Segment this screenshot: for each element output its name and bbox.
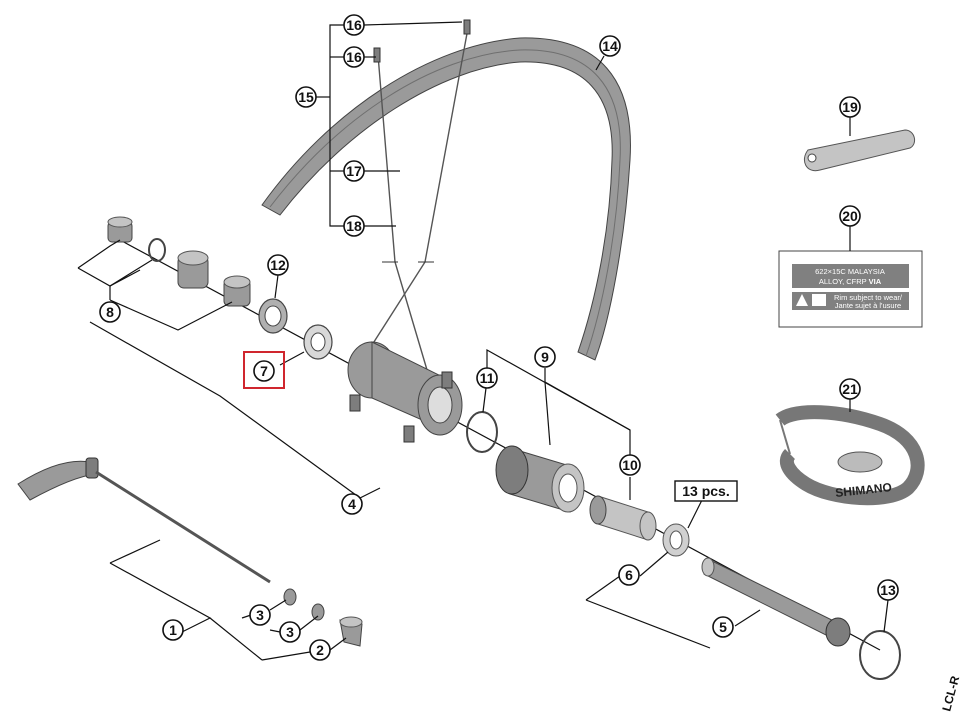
rim-label: 622×15C MALAYSIA ALLOY, CFRP VIA Rim sub…: [778, 250, 923, 328]
hub-shell: [347, 341, 463, 443]
skewer-spring-1: [283, 588, 297, 606]
callout-21: 21: [839, 378, 861, 400]
o-ring: [466, 411, 498, 453]
callout-2: 2: [309, 639, 331, 661]
rim-label-warning2: Jante sujet à l'usure: [835, 301, 901, 310]
snap-ring: [859, 630, 901, 680]
svg-text:4: 4: [348, 496, 356, 512]
callout-19: 19: [839, 96, 861, 118]
warning-icon: [796, 294, 808, 306]
skewer-nut: [339, 616, 363, 647]
svg-text:16: 16: [346, 17, 362, 33]
callout-13: 13: [877, 579, 899, 601]
callout-7: 7: [253, 360, 275, 382]
skewer-spring-2: [311, 603, 325, 621]
svg-text:15: 15: [298, 89, 314, 105]
callout-5: 5: [712, 616, 734, 638]
svg-text:3: 3: [256, 607, 264, 623]
svg-text:17: 17: [346, 163, 362, 179]
svg-text:21: 21: [842, 381, 858, 397]
callout-17: 17: [343, 160, 365, 182]
rim-tape: SHIMANO: [775, 405, 925, 506]
left-washer: [148, 238, 166, 262]
svg-text:18: 18: [346, 218, 362, 234]
spacer-sleeve: [589, 495, 657, 541]
callout-20: 20: [839, 205, 861, 227]
svg-text:10: 10: [622, 457, 638, 473]
svg-text:3: 3: [286, 624, 294, 640]
callout-16: 16: [343, 46, 365, 68]
quick-release-skewer: [95, 470, 271, 584]
svg-text:7: 7: [260, 363, 268, 379]
diagram-code: LCL-R: [939, 674, 962, 713]
callout-4: 4: [341, 493, 363, 515]
callout-12: 12: [267, 254, 289, 276]
spoke-wrench: [804, 129, 916, 172]
highlight-box: [243, 351, 285, 389]
bearing-ring: [303, 324, 333, 360]
svg-text:20: 20: [842, 208, 858, 224]
left-adapter: [223, 275, 251, 307]
rim: [261, 37, 631, 361]
quick-release-lever: [17, 457, 99, 501]
svg-text:16: 16: [346, 49, 362, 65]
leader-lines: [77, 21, 889, 661]
freehub-body: [495, 445, 585, 513]
spoke-nipples: [373, 19, 471, 63]
svg-text:14: 14: [602, 38, 618, 54]
bearing-balls: [662, 523, 690, 557]
svg-text:13 pcs.: 13 pcs.: [682, 483, 729, 499]
rim-label-warning1: Rim subject to wear/: [834, 293, 903, 302]
left-cone: [177, 250, 209, 289]
callout-11: 11: [476, 367, 498, 389]
svg-text:2: 2: [316, 642, 324, 658]
spokes: [371, 27, 469, 381]
callout-16-top: 16: [343, 14, 365, 36]
callout-15: 15: [295, 86, 317, 108]
rim-label-line2: ALLOY, CFRP VIA: [819, 277, 882, 286]
rim-tape-brand: SHIMANO: [835, 480, 893, 500]
callout-10: 10: [619, 454, 641, 476]
rim-label-line1: 622×15C MALAYSIA: [815, 267, 885, 276]
callout-3-upper: 3: [249, 604, 271, 626]
svg-text:13: 13: [880, 582, 896, 598]
callout-9: 9: [534, 346, 556, 368]
callout-18: 18: [343, 215, 365, 237]
svg-text:19: 19: [842, 99, 858, 115]
callout-6: 6: [618, 564, 640, 586]
dust-cap: [258, 298, 288, 334]
svg-text:12: 12: [270, 257, 286, 273]
svg-text:6: 6: [625, 567, 633, 583]
callout-1: 1: [162, 619, 184, 641]
callout-3-lower: 3: [279, 621, 301, 643]
quantity-box: 13 pcs.: [674, 480, 738, 502]
left-end-cap: [107, 216, 133, 243]
hub-axle: [701, 557, 851, 647]
callout-8: 8: [99, 301, 121, 323]
svg-text:11: 11: [480, 370, 495, 386]
svg-text:8: 8: [106, 304, 114, 320]
manual-icon: [812, 294, 826, 306]
svg-text:9: 9: [541, 349, 549, 365]
svg-text:1: 1: [169, 622, 177, 638]
callout-14: 14: [599, 35, 621, 57]
svg-text:5: 5: [719, 619, 727, 635]
